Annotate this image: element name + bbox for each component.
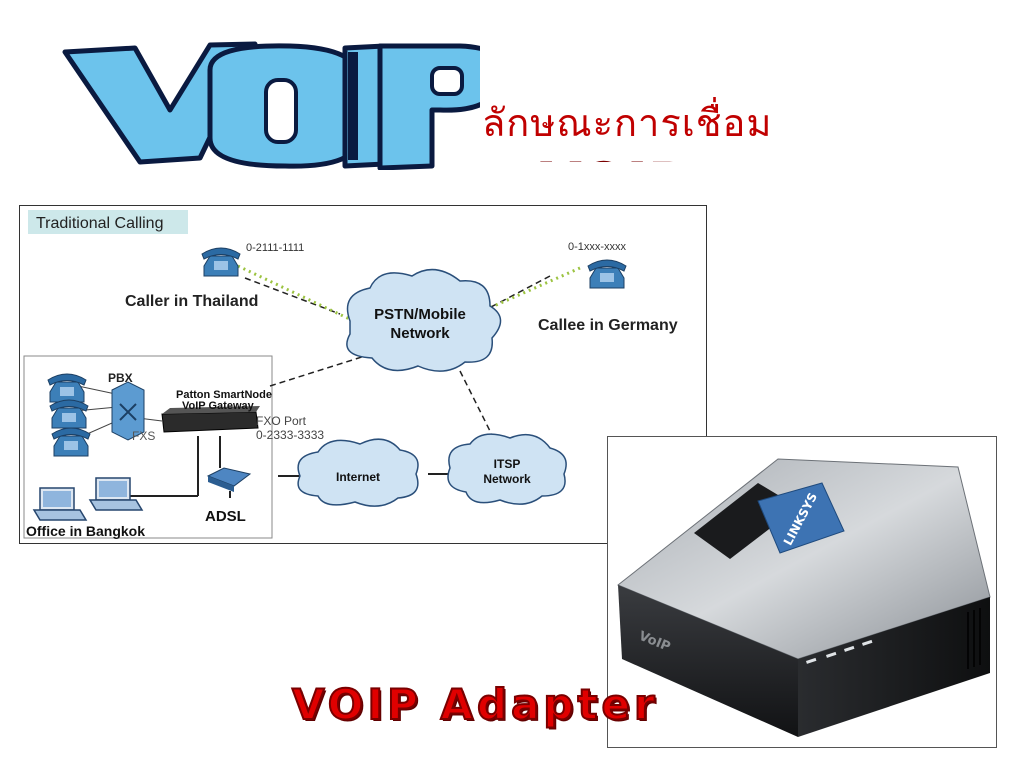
laptop-icon [89, 477, 143, 511]
pbx-label: PBX [108, 371, 133, 385]
callee-phone-icon [587, 259, 627, 289]
voip-wordart [60, 40, 506, 171]
fxs-label: FXS [132, 429, 155, 443]
gateway-label-line2: VoIP Gateway [182, 400, 255, 412]
adsl-label: ADSL [205, 508, 246, 525]
internet-label: Internet [336, 470, 380, 484]
adsl-modem-icon [206, 467, 252, 492]
pstn-cloud: PSTN/Mobile Network [346, 268, 502, 372]
itsp-label-line1: ITSP [494, 457, 521, 471]
caller-number: 0-2111-1111 [246, 242, 304, 254]
pstn-label-line2: Network [390, 325, 450, 342]
pbx-icon [111, 381, 145, 441]
traditional-calling-badge [28, 210, 188, 234]
office-box [23, 355, 273, 539]
office-phone-icon [47, 373, 87, 403]
network-diagram: Traditional Calling [19, 205, 707, 544]
caller-phone-icon [201, 247, 241, 277]
laptop-icon [33, 487, 87, 521]
slide-title: ลักษณะการเชื่อมต่อ VOIP... [482, 92, 1002, 162]
office-label: Office in Bangkok [26, 523, 145, 539]
office-phone-icon [51, 427, 91, 457]
caller-label: Caller in Thailand [125, 293, 258, 310]
callee-label: Callee in Germany [538, 317, 678, 334]
voip-adapter-photo: LINKSYS VoIP [607, 436, 997, 748]
internet-cloud: Internet [297, 438, 419, 507]
gateway-device-icon [161, 406, 260, 433]
thai-title-text: ลักษณะการเชื่อมต่อ [482, 101, 773, 145]
office-phone-icon [49, 399, 89, 429]
pstn-label-line1: PSTN/Mobile [374, 306, 466, 323]
fxo-port-label: FXO Port [256, 414, 307, 428]
traditional-calling-label: Traditional Calling [36, 215, 163, 232]
fxo-number: 0-2333-3333 [256, 428, 324, 442]
callee-number: 0-1xxx-xxxx [568, 241, 627, 253]
itsp-cloud: ITSP Network [447, 433, 567, 505]
itsp-label-line2: Network [483, 472, 531, 486]
voip-title-text: VOIP... [540, 152, 746, 162]
gateway-label-line1: Patton SmartNode [176, 389, 272, 401]
voip-adapter-caption: VOIP Adapter [291, 679, 659, 730]
